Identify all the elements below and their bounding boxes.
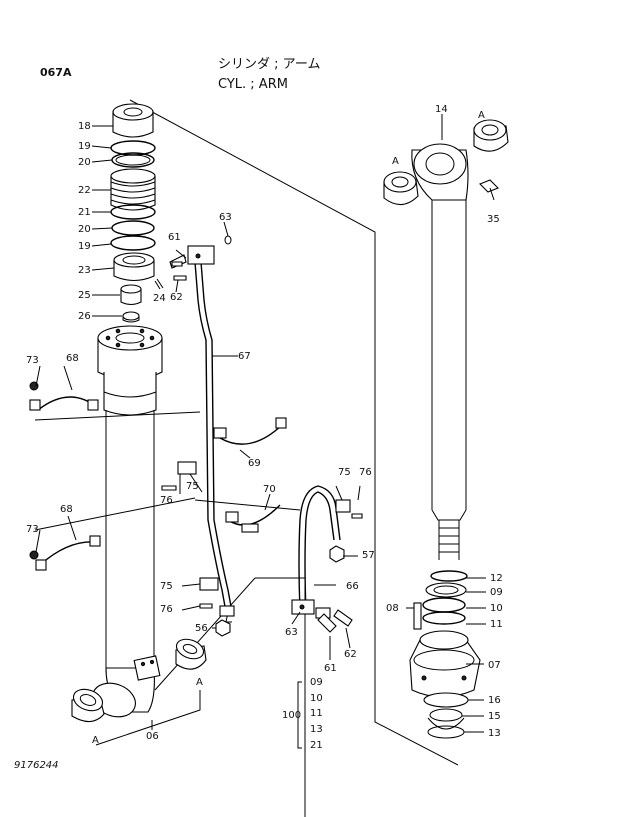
callout-14: 14: [435, 104, 448, 115]
callout-75: 75: [338, 467, 351, 478]
callout-73: 73: [26, 524, 39, 535]
ref-letter-a: A: [478, 110, 485, 121]
kit-item: 10: [310, 693, 323, 704]
callout-20: 20: [78, 157, 91, 168]
callout-15: 15: [488, 711, 501, 722]
callout-69: 69: [248, 458, 261, 469]
callout-56: 56: [195, 623, 208, 634]
callout-63: 63: [285, 627, 298, 638]
ref-letter-a: A: [196, 677, 203, 688]
kit-item: 13: [310, 724, 323, 735]
page-code: 067A: [40, 66, 72, 79]
callout-21: 21: [78, 207, 91, 218]
callout-63: 63: [219, 212, 232, 223]
piston-rod-assembly: [383, 119, 509, 739]
hardware-fasteners: [161, 261, 363, 637]
callout-16: 16: [488, 695, 501, 706]
callout-11: 11: [490, 619, 503, 630]
callout-18: 18: [78, 121, 91, 132]
callout-23: 23: [78, 265, 91, 276]
cylinder-head-stack: [110, 103, 164, 323]
cylinder-tube: [71, 325, 207, 723]
drawing-number: 9176244: [14, 760, 59, 771]
callout-75: 75: [186, 481, 199, 492]
callout-57: 57: [362, 550, 375, 561]
callout-35: 35: [487, 214, 500, 225]
title-english: CYL. ; ARM: [218, 77, 288, 92]
callout-07: 07: [488, 660, 501, 671]
callout-76: 76: [160, 495, 173, 506]
title-japanese: シリンダ ; アーム: [218, 57, 321, 72]
callout-68: 68: [60, 504, 73, 515]
callout-20: 20: [78, 224, 91, 235]
hydraulic-pipes: [169, 235, 353, 633]
callout-24: 24: [153, 293, 166, 304]
callout-75: 75: [160, 581, 173, 592]
callout-67: 67: [238, 351, 251, 362]
callout-13: 13: [488, 728, 501, 739]
callout-26: 26: [78, 311, 91, 322]
kit-number: 100: [282, 710, 302, 721]
callout-19: 19: [78, 241, 91, 252]
callout-12: 12: [490, 573, 503, 584]
callout-61: 61: [324, 663, 337, 674]
callout-25: 25: [78, 290, 91, 301]
callout-62: 62: [344, 649, 357, 660]
kit-item: 09: [310, 677, 323, 688]
callout-62: 62: [170, 292, 183, 303]
band-clamps: [29, 381, 287, 571]
kit-item: 21: [310, 740, 323, 751]
callout-70: 70: [263, 484, 276, 495]
kit-item: 11: [310, 708, 323, 719]
callout-76: 76: [359, 467, 372, 478]
callout-08: 08: [386, 603, 399, 614]
callout-73: 73: [26, 355, 39, 366]
callout-09: 09: [490, 587, 503, 598]
leader-lines: [35, 114, 495, 749]
callout-68: 68: [66, 353, 79, 364]
callout-66: 66: [346, 581, 359, 592]
callout-22: 22: [78, 185, 91, 196]
ref-letter-a: A: [92, 735, 99, 746]
callout-19: 19: [78, 141, 91, 152]
ref-letter-a: A: [392, 156, 399, 167]
callout-06: 06: [146, 731, 159, 742]
callout-10: 10: [490, 603, 503, 614]
callout-76: 76: [160, 604, 173, 615]
callout-61: 61: [168, 232, 181, 243]
